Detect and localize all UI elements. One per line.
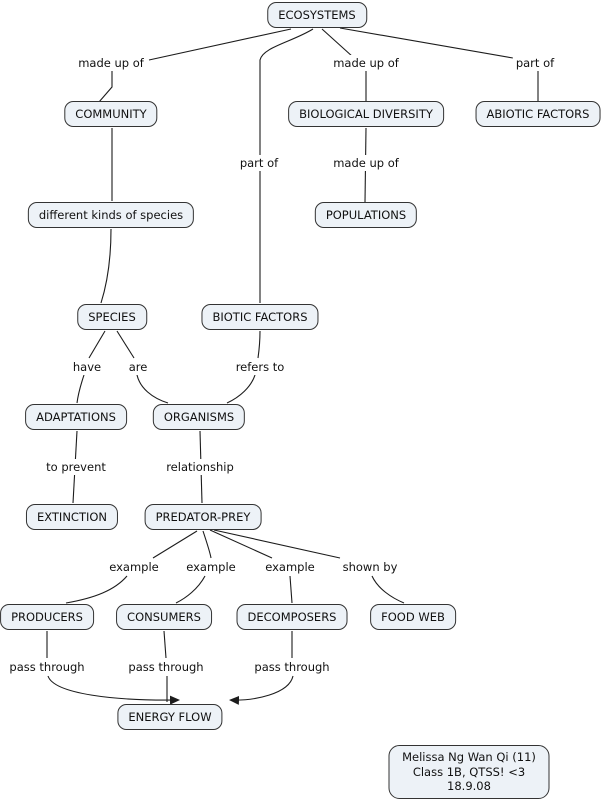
edge-ecosystems-abiotic-a [339, 27, 514, 59]
node-different-kinds[interactable]: different kinds of species [27, 202, 195, 228]
edge-label-made-up-of-populations[interactable]: made up of [330, 155, 402, 171]
edge-label-part-of-biotic[interactable]: part of [236, 155, 282, 171]
node-decomposers[interactable]: DECOMPOSERS [236, 604, 348, 630]
node-ecosystems[interactable]: ECOSYSTEMS [267, 2, 367, 28]
edge-predatorprey-example2 [202, 530, 212, 559]
node-organisms[interactable]: ORGANISMS [152, 404, 246, 430]
edge-species-are [116, 330, 135, 359]
signature-box[interactable]: Melissa Ng Wan Qi (11) Class 1B, QTSS! <… [388, 745, 550, 799]
node-populations[interactable]: POPULATIONS [314, 202, 418, 228]
edge-ecosystems-community-b [98, 70, 113, 103]
edge-label-made-up-of-biodiversity[interactable]: made up of [330, 55, 402, 71]
node-energy-flow[interactable]: ENERGY FLOW [117, 704, 223, 730]
edge-differentkinds-species [100, 228, 112, 304]
edge-label-refers-to[interactable]: refers to [232, 359, 288, 375]
edge-label-to-prevent[interactable]: to prevent [43, 459, 109, 475]
node-producers[interactable]: PRODUCERS [0, 604, 94, 630]
node-biotic-factors[interactable]: BIOTIC FACTORS [201, 304, 319, 330]
edge-have-adaptations [76, 374, 85, 404]
signature-line-3: 18.9.08 [447, 779, 491, 794]
edge-label-example-producers[interactable]: example [106, 559, 162, 575]
edge-passthrough3-energyflow [229, 675, 294, 705]
edge-are-organisms [136, 374, 169, 404]
node-food-web[interactable]: FOOD WEB [370, 604, 456, 630]
edge-label-pass-through-decomposers[interactable]: pass through [251, 659, 333, 675]
edge-refersto-organisms [226, 374, 256, 404]
edge-example1-producers [65, 575, 128, 604]
node-extinction[interactable]: EXTINCTION [25, 504, 119, 530]
signature-line-2: Class 1B, QTSS! <3 [412, 764, 526, 779]
edge-predatorprey-example3 [209, 529, 273, 559]
node-abiotic-factors[interactable]: ABIOTIC FACTORS [475, 101, 601, 127]
edge-example3-decomposers [289, 575, 293, 604]
edge-label-are[interactable]: are [125, 359, 151, 375]
edge-label-part-of-abiotic[interactable]: part of [512, 55, 558, 71]
edge-consumers-passthrough [163, 630, 167, 659]
edge-ecosystems-biotic [259, 28, 314, 303]
signature-line-1: Melissa Ng Wan Qi (11) [402, 749, 536, 764]
edge-shownby-foodweb [371, 575, 405, 604]
node-predator-prey[interactable]: PREDATOR-PREY [144, 504, 262, 530]
node-biological-diversity[interactable]: BIOLOGICAL DIVERSITY [288, 101, 444, 127]
edge-predatorprey-example1 [152, 530, 198, 559]
edge-passthrough1-energyflow [47, 675, 180, 705]
edge-label-relationship[interactable]: relationship [163, 459, 237, 475]
node-community[interactable]: COMMUNITY [64, 101, 158, 127]
edge-label-have[interactable]: have [69, 359, 105, 375]
node-adaptations[interactable]: ADAPTATIONS [25, 404, 127, 430]
edge-ecosystems-community-a [148, 28, 292, 61]
edge-label-shown-by[interactable]: shown by [339, 559, 401, 575]
edge-label-pass-through-producers[interactable]: pass through [6, 659, 88, 675]
edge-biotic-refersto [257, 330, 261, 359]
edge-ecosystems-biodiversity-a [321, 28, 354, 58]
edge-label-pass-through-consumers[interactable]: pass through [125, 659, 207, 675]
edge-label-example-consumers[interactable]: example [183, 559, 239, 575]
edge-species-have [88, 330, 106, 359]
node-species[interactable]: SPECIES [77, 304, 147, 330]
edge-label-made-up-of-community[interactable]: made up of [75, 55, 147, 71]
node-consumers[interactable]: CONSUMERS [116, 604, 212, 630]
edge-label-example-decomposers[interactable]: example [262, 559, 318, 575]
edge-predatorprey-shownby [213, 529, 341, 559]
edge-example2-consumers [175, 575, 206, 604]
